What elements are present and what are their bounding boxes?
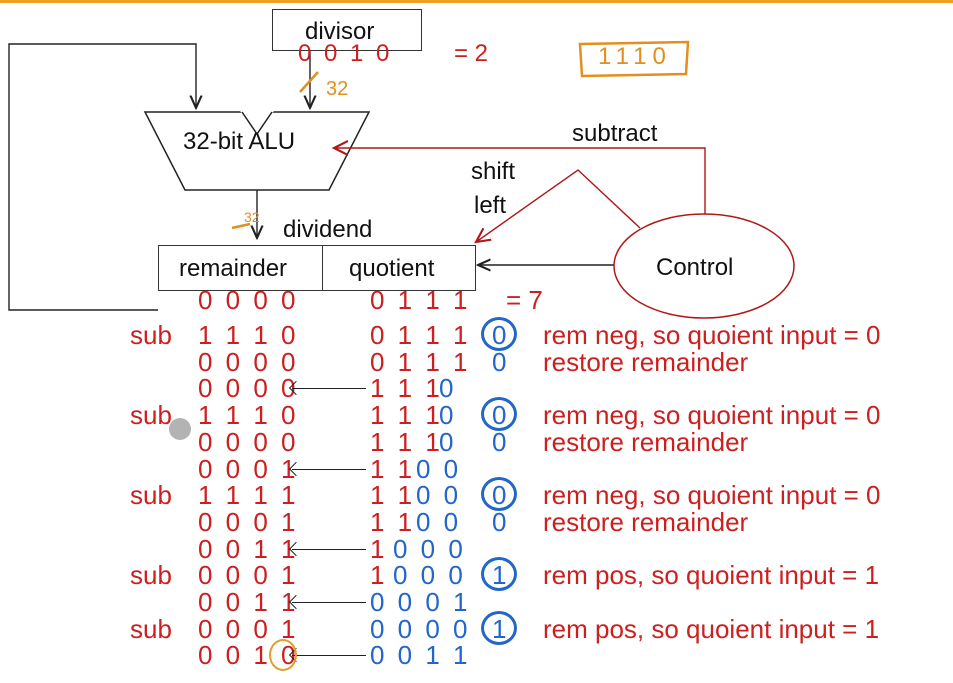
remainder-value: 0 0 1 1 — [198, 587, 299, 617]
bit-circle — [481, 611, 517, 645]
final-bit-highlight — [269, 639, 297, 671]
quotient-blue-bits: 0 — [439, 400, 457, 430]
shift-arrow — [288, 594, 366, 610]
handwritten-width-1: 32 — [326, 78, 349, 100]
shift-arrow — [288, 647, 366, 663]
step-note: rem neg, so quoient input = 0 — [543, 320, 881, 350]
remainder-value: 0 0 0 0 — [198, 427, 299, 457]
op-label: sub — [130, 560, 172, 590]
remainder-value: 0 0 0 0 — [198, 373, 299, 403]
subtract-wire — [334, 148, 706, 215]
top-accent-bar — [0, 0, 953, 3]
remainder-value: 0 0 0 1 — [198, 614, 299, 644]
quotient-blue-bits: 0 0 0 — [393, 534, 466, 564]
quotient-blue-bits: 0 0 — [416, 454, 462, 484]
alu-shape — [143, 111, 371, 191]
control-label: Control — [656, 254, 734, 281]
op-label: sub — [130, 400, 172, 430]
op-label: sub — [130, 320, 172, 350]
quotient-blue-bits: 0 — [439, 427, 457, 457]
initial-quotient: 0 1 1 1 — [370, 285, 471, 315]
handwritten-slash — [299, 71, 319, 93]
quotient-blue-bits: 0 0 1 1 — [370, 640, 471, 670]
shift-arrow — [288, 461, 366, 477]
quotient-red-bits: 1 1 — [370, 454, 416, 484]
remainder-value: 0 0 0 1 — [198, 454, 299, 484]
handwritten-box — [578, 40, 690, 78]
remainder-value: 0 0 1 0 — [198, 640, 299, 670]
remainder-value: 1 1 1 0 — [198, 320, 299, 350]
quotient-register — [322, 245, 476, 291]
quotient-red-bits: 1 — [370, 560, 388, 590]
bit-circle — [481, 317, 517, 351]
handwritten-width-2: 32 — [244, 209, 260, 225]
quotient-blue-bits: 0 0 0 — [393, 560, 466, 590]
shift-left-wire — [476, 169, 641, 242]
feedback-wire — [8, 43, 196, 311]
step-note: rem neg, so quoient input = 0 — [543, 400, 881, 430]
quotient-red-bits: 1 1 1 — [370, 427, 443, 457]
remainder-value: 0 0 1 1 — [198, 534, 299, 564]
remainder-value: 1 1 1 1 — [198, 480, 299, 510]
quotient-red-bits: 1 1 — [370, 480, 416, 510]
alu-notch-edge — [241, 111, 273, 136]
quotient-red-bits: 0 1 1 1 — [370, 347, 471, 377]
bit-circle — [481, 477, 517, 511]
quotient-input-bit: 0 — [492, 347, 507, 377]
alu-label: 32-bit ALU — [183, 128, 296, 155]
remainder-label: remainder — [179, 255, 288, 282]
handwritten-tick — [231, 222, 251, 230]
dividend-label: dividend — [283, 216, 373, 243]
quotient-input-bit: 0 — [492, 427, 507, 457]
bit-circle — [481, 397, 517, 431]
quotient-red-bits: 1 — [370, 534, 388, 564]
divisor-value: = 2 — [454, 40, 489, 67]
quotient-label: quotient — [349, 255, 435, 282]
remainder-value: 1 1 1 0 — [198, 400, 299, 430]
quotient-blue-bits: 0 0 0 0 — [370, 614, 471, 644]
op-label: sub — [130, 480, 172, 510]
quotient-blue-bits: 0 0 0 1 — [370, 587, 471, 617]
quotient-red-bits: 1 1 1 — [370, 400, 443, 430]
quotient-red-bits: 1 1 — [370, 507, 416, 537]
remainder-value: 0 0 0 1 — [198, 507, 299, 537]
shift-arrow — [288, 541, 366, 557]
step-note: rem pos, so quoient input = 1 — [543, 614, 880, 644]
shift-label-1: shift — [471, 158, 516, 185]
quotient-blue-bits: 0 0 — [416, 507, 462, 537]
remainder-value: 0 0 0 0 — [198, 347, 299, 377]
handwritten-note: 1110 — [598, 43, 672, 70]
step-note: restore remainder — [543, 427, 749, 457]
step-note: rem pos, so quoient input = 1 — [543, 560, 880, 590]
step-note: rem neg, so quoient input = 0 — [543, 480, 881, 510]
divisor-label: divisor — [305, 18, 375, 45]
quotient-blue-bits: 0 — [439, 373, 457, 403]
cursor-dot — [169, 418, 191, 440]
bit-circle — [481, 557, 517, 591]
control-unit — [613, 213, 795, 319]
remainder-value: 0 0 0 1 — [198, 560, 299, 590]
step-note: restore remainder — [543, 507, 749, 537]
divisor-bits: 0 0 1 0 — [298, 40, 393, 67]
shift-label-2: left — [474, 192, 507, 219]
quotient-red-bits: 0 1 1 1 — [370, 320, 471, 350]
quotient-blue-bits: 0 0 — [416, 480, 462, 510]
shift-arrow — [288, 380, 366, 396]
initial-value: = 7 — [506, 285, 543, 315]
step-note: restore remainder — [543, 347, 749, 377]
op-label: sub — [130, 614, 172, 644]
quotient-input-bit: 0 — [492, 507, 507, 537]
quotient-red-bits: 1 1 1 — [370, 373, 443, 403]
divisor-register — [272, 9, 422, 51]
initial-remainder: 0 0 0 0 — [198, 285, 299, 315]
subtract-label: subtract — [572, 120, 658, 147]
